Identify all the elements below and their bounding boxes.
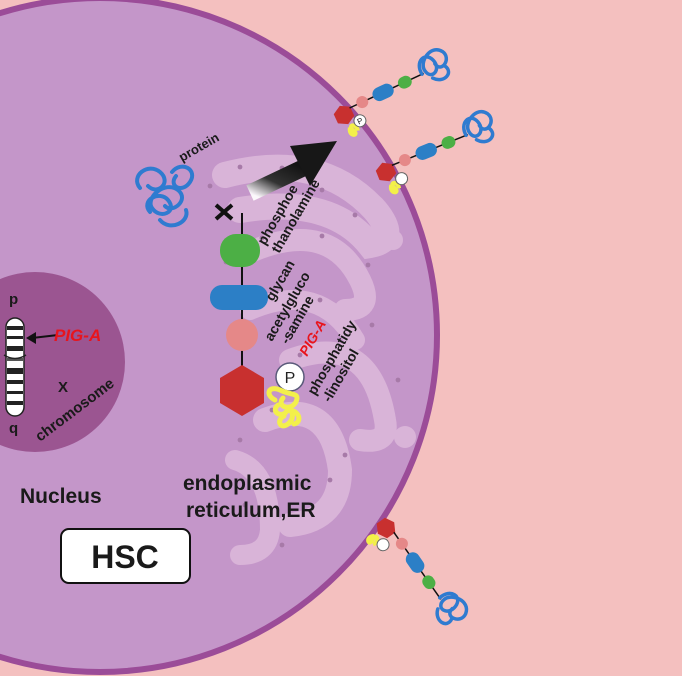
- er-label-line2: reticulum,ER: [186, 499, 316, 522]
- inositol-icon: [220, 365, 264, 416]
- chromosome-p-arm-label: p: [9, 291, 18, 308]
- phosphoethanolamine-icon: [220, 234, 260, 267]
- phosphate-symbol: P: [285, 370, 296, 387]
- pig-a-gene-label: PIG-A: [54, 326, 101, 345]
- glycan-icon: [210, 285, 268, 310]
- phosphatidyl-lipid-icon: [266, 386, 302, 429]
- gpi-anchor-er: P: [210, 203, 305, 429]
- chromosome-q-arm-label: q: [9, 420, 18, 437]
- surface-gpi-protein-2: [375, 110, 495, 195]
- nucleus-label: Nucleus: [20, 485, 102, 508]
- export-arrow-icon: [246, 141, 337, 201]
- er-label-line1: endoplasmic: [183, 472, 312, 495]
- cleavage-mark-icon: [214, 203, 234, 221]
- hsc-label-box: [60, 528, 191, 584]
- acetylglucosamine-icon: [226, 319, 258, 351]
- x-chromosome-icon: [3, 317, 27, 417]
- hsc-label: HSC: [91, 539, 159, 575]
- nucleus: [0, 272, 125, 452]
- x-chromosome-label-x: X: [58, 379, 68, 396]
- small-phosphate-symbol: P: [356, 116, 365, 126]
- protein-icon: [135, 164, 194, 228]
- surface-gpi-protein-3: [366, 517, 469, 626]
- surface-gpi-protein-1: P: [333, 48, 451, 137]
- pig-a-locus-arrow: [26, 332, 59, 344]
